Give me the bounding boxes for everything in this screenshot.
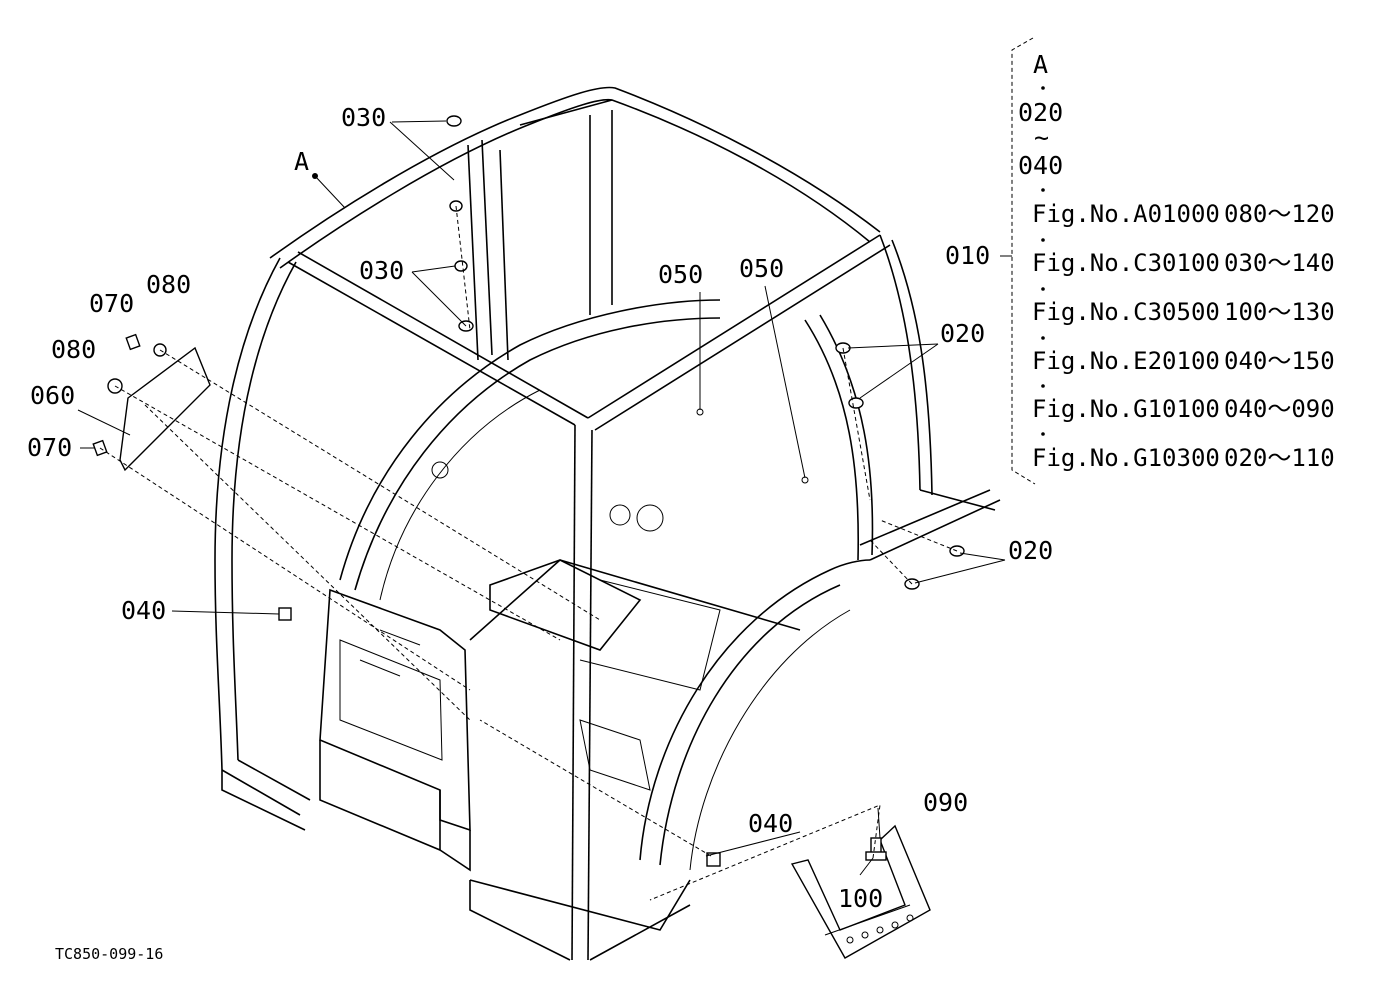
callout-020-upper: 020 (940, 319, 985, 348)
view-marker-a: A (294, 147, 309, 176)
side-plate-060 (119, 346, 211, 472)
reference-sidebar: A 020 ~ 040 Fig.No.A01000 080～120 Fig.No… (1011, 37, 1335, 485)
callout-030-lower: 030 (359, 256, 404, 285)
callout-040-right: 040 (748, 809, 793, 838)
leader-lines (77, 120, 1012, 876)
sidebar-range-end: 040 (1018, 151, 1063, 180)
ref-range-1: 080～120 (1224, 200, 1335, 228)
fender-structure (339, 299, 871, 961)
alignment-lines (99, 205, 958, 901)
sidebar-marker: A (1033, 50, 1048, 79)
callout-070-upper: 070 (89, 289, 134, 318)
sidebar-range-tilde: ~ (1034, 123, 1049, 152)
drawing-code: TC850-099-16 (55, 945, 163, 963)
center-panel (319, 588, 471, 872)
ref-range-2: 030～140 (1224, 249, 1335, 277)
ref-fig-6: Fig.No.G10300 (1032, 444, 1220, 472)
fasteners (92, 115, 965, 867)
step-090 (790, 824, 931, 959)
callout-020-lower: 020 (1008, 536, 1053, 565)
callout-090: 090 (923, 788, 968, 817)
callout-060: 060 (30, 381, 75, 410)
ref-fig-2: Fig.No.C30100 (1032, 249, 1220, 277)
callout-080-lower: 080 (51, 335, 96, 364)
ref-fig-5: Fig.No.G10100 (1032, 395, 1220, 423)
callout-100: 100 (838, 884, 883, 913)
view-marker-a-dot (312, 173, 318, 179)
ref-range-6: 020～110 (1224, 444, 1335, 472)
ref-fig-4: Fig.No.E20100 (1032, 347, 1220, 375)
ref-fig-1: Fig.No.A01000 (1032, 200, 1220, 228)
callout-050-right: 050 (739, 254, 784, 283)
callout-050-left: 050 (658, 260, 703, 289)
ref-range-3: 100～130 (1224, 298, 1335, 326)
callout-040-left: 040 (121, 596, 166, 625)
ref-fig-3: Fig.No.C30500 (1032, 298, 1220, 326)
callout-070-lower: 070 (27, 433, 72, 462)
callout-080-upper: 080 (146, 270, 191, 299)
cabin-frame (214, 86, 1001, 961)
ref-range-4: 040～150 (1224, 347, 1335, 375)
sidebar-range-start: 020 (1018, 98, 1063, 127)
callout-010: 010 (945, 241, 990, 270)
callout-030-upper: 030 (341, 103, 386, 132)
ref-range-5: 040～090 (1224, 395, 1335, 423)
